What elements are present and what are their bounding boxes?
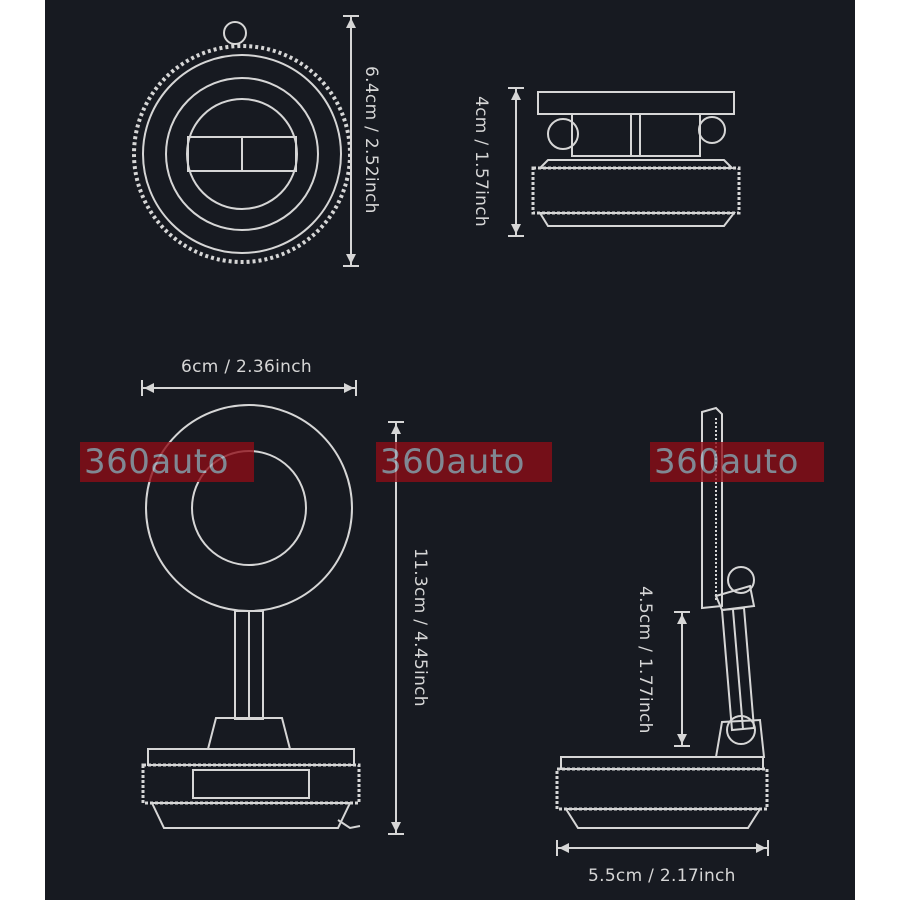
inner-rim xyxy=(142,54,342,254)
stand-suction-cup xyxy=(564,808,762,829)
front-width-arrow xyxy=(141,380,357,396)
arm-height-label: 4.5cm / 1.77inch xyxy=(635,586,655,734)
side-view-height-arrow xyxy=(508,87,524,237)
front-base-window xyxy=(192,769,310,799)
stand-upper-hinge xyxy=(714,584,756,612)
top-view-height-label: 6.4cm / 2.52inch xyxy=(361,66,381,214)
release-tab xyxy=(337,819,361,830)
front-suction-cup xyxy=(150,802,352,829)
side-view-height-label: 4cm / 1.57inch xyxy=(471,96,491,227)
knurled-base xyxy=(531,166,741,215)
front-height-arrow xyxy=(388,421,404,835)
base-width-label: 5.5cm / 2.17inch xyxy=(588,866,736,886)
center-ring-outer xyxy=(165,77,319,231)
stand-lower-knob xyxy=(726,715,756,745)
base-width-arrow xyxy=(556,840,769,856)
front-width-label: 6cm / 2.36inch xyxy=(181,357,312,377)
watermark-center: 360auto xyxy=(376,442,552,482)
hinge-knob-right xyxy=(698,116,726,144)
stand-side-view-drawing xyxy=(555,406,769,829)
base-cap xyxy=(537,159,735,169)
hinge-knob-left xyxy=(547,118,579,150)
hanging-loop xyxy=(223,21,247,45)
stand-upper-knob xyxy=(727,566,755,594)
front-height-label: 11.3cm / 4.45inch xyxy=(410,548,430,707)
stand-magnetic-head xyxy=(701,406,723,610)
watermark-left: 360auto xyxy=(80,442,254,482)
top-view-height-arrow xyxy=(343,15,359,267)
suction-cup xyxy=(538,212,737,227)
watermark-right: 360auto xyxy=(650,442,824,482)
side-view-drawing xyxy=(531,91,741,227)
arm-height-arrow xyxy=(674,611,690,747)
